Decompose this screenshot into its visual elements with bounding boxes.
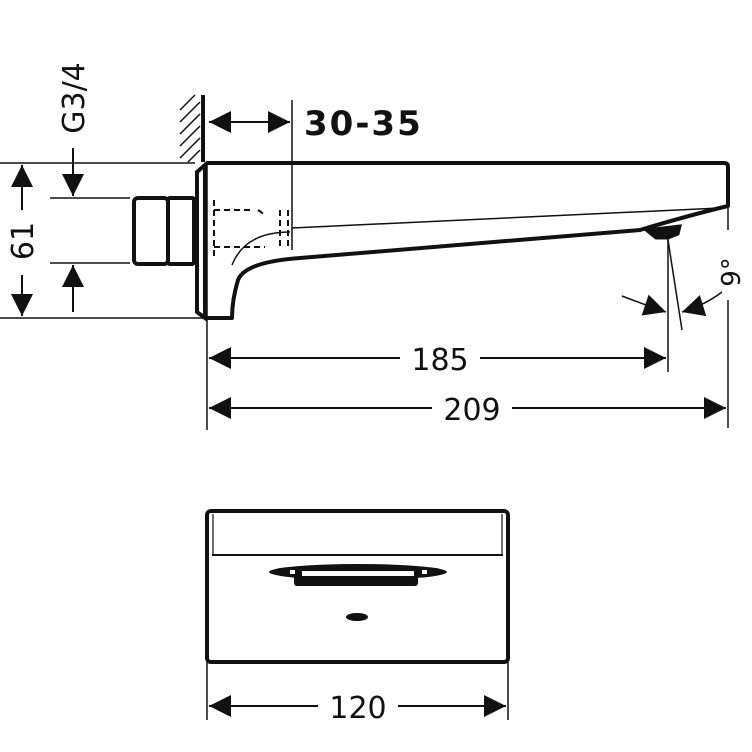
hidden-lines [213,200,289,260]
spout-body [207,161,730,320]
angle-arrow-left [621,294,667,316]
label-spout-reach: 185 [411,343,468,378]
connector-nut [132,196,170,266]
aerator [642,224,682,240]
label-thread: G3/4 [57,62,92,134]
label-total-length: 209 [443,393,500,428]
side-view [0,94,730,430]
label-height: 61 [6,222,41,260]
outlet-hole [346,613,368,621]
label-angle: 9° [717,257,747,287]
angle-arrow-right [681,291,723,317]
label-width: 120 [329,691,386,726]
front-view [205,509,510,720]
backplate [195,160,207,322]
wall-hatch [179,94,201,163]
label-wall-projection: 30-35 [304,104,423,144]
front-body [205,509,510,664]
